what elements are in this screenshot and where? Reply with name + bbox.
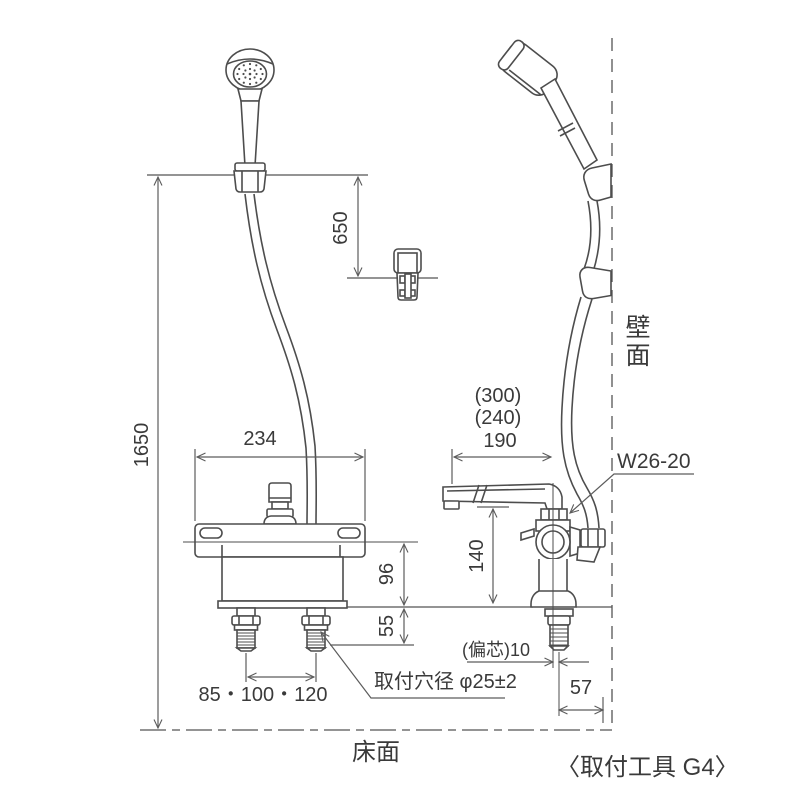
leader-mount-hole xyxy=(320,630,505,699)
shower-handle-front xyxy=(240,100,260,167)
shower-hose-side xyxy=(560,200,601,529)
dim-300-label: (300) xyxy=(474,385,522,407)
faucet-front xyxy=(183,482,418,652)
spray-holes xyxy=(236,62,264,86)
side-view xyxy=(442,39,612,716)
shower-neck xyxy=(236,88,264,102)
dim-650-label: 650 xyxy=(330,211,352,245)
floor-surface-label: 床面 xyxy=(352,739,400,766)
faucet-side xyxy=(442,483,606,716)
dim-240-label: (240) xyxy=(474,407,522,429)
hose-hook-side xyxy=(579,266,612,300)
dim-140-label: 140 xyxy=(466,539,488,573)
shower-hose-front xyxy=(244,193,318,525)
dim-190-label: 190 xyxy=(483,430,517,452)
mount-hole-label: 取付穴径 φ25±2 xyxy=(374,671,517,693)
hanger-front xyxy=(393,248,422,301)
dim-offset-label: (偏芯)10 xyxy=(461,640,530,660)
tool-note-label: 〈取付工具 G4〉 xyxy=(556,754,739,781)
shower-head-side xyxy=(497,39,599,171)
temp-lever xyxy=(520,527,535,542)
shower-holder-side xyxy=(583,163,612,202)
dim-234-label: 234 xyxy=(243,428,277,450)
dim-55-label: 55 xyxy=(376,614,398,638)
dim-96-label: 96 xyxy=(376,562,398,586)
shower-holder-front xyxy=(233,162,267,193)
mounting-plate xyxy=(194,523,366,558)
hose-union-nut xyxy=(540,508,568,521)
leader-thread xyxy=(569,473,694,514)
dimension-lines xyxy=(153,175,694,730)
faucet-leg-right xyxy=(301,607,331,652)
shower-handle-side xyxy=(539,77,599,171)
faucet-handle-front xyxy=(263,482,297,525)
faucet-leg-side xyxy=(544,608,574,651)
dim-57-label: 57 xyxy=(569,677,593,699)
dim-pitch-label: 85・100・120 xyxy=(198,684,328,706)
front-view xyxy=(183,48,422,652)
hose-elbow-side xyxy=(576,528,606,563)
thread-label: W26-20 xyxy=(617,450,691,473)
dim-1650-label: 1650 xyxy=(131,422,153,468)
spout-side xyxy=(442,483,563,510)
wall-surface-label: 壁面 xyxy=(622,314,650,370)
shower-head-front xyxy=(225,48,275,167)
faucet-body-front xyxy=(217,556,348,609)
faucet-leg-left xyxy=(231,607,261,652)
